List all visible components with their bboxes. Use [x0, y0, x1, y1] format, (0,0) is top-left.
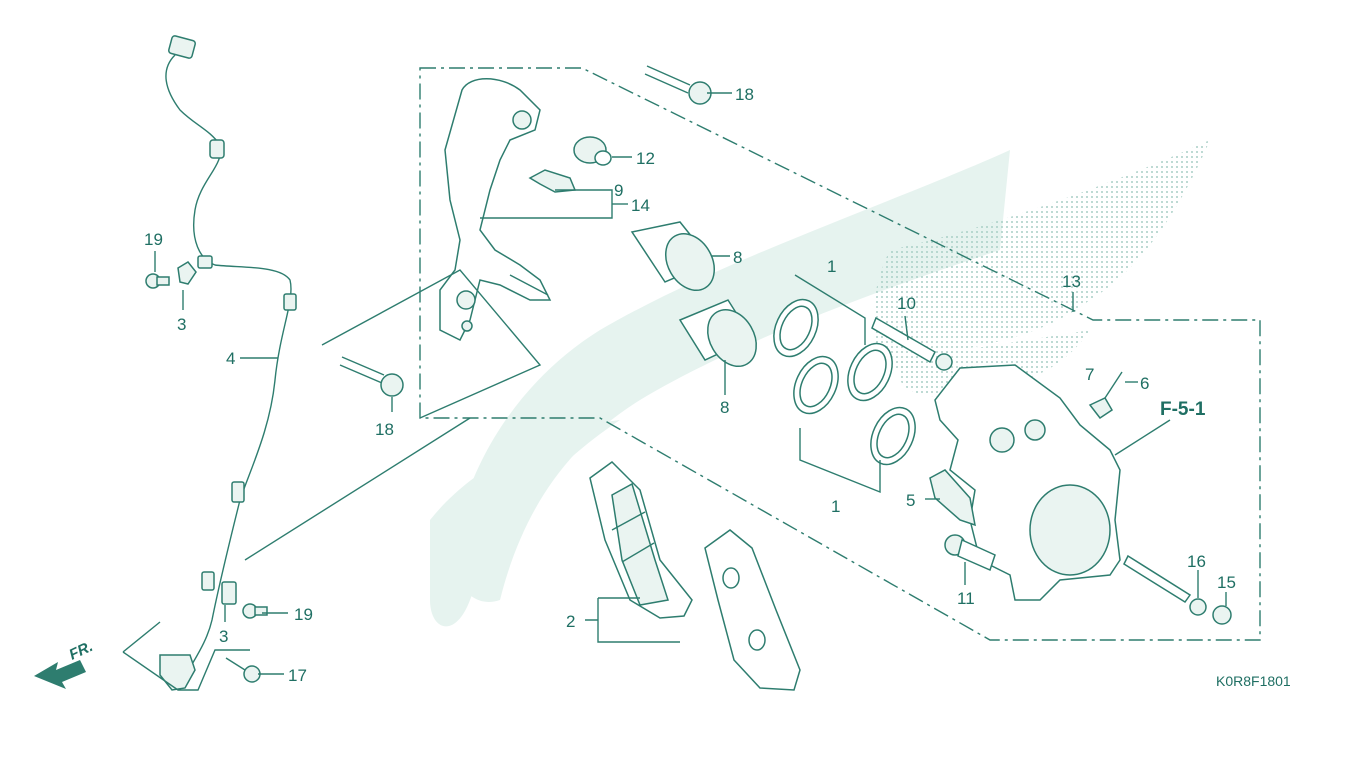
- pad-pin-10: [871, 316, 953, 371]
- callout-1-lower: 1: [831, 497, 840, 516]
- callout-19-upper: 19: [144, 230, 163, 249]
- callout-7: 7: [1085, 365, 1094, 384]
- callout-18-upper: 18: [735, 85, 754, 104]
- callout-11: 11: [957, 589, 975, 608]
- caliper-bracket: [439, 78, 552, 342]
- caliper-bracket-group-outline: [419, 67, 1261, 641]
- callout-13: 13: [1062, 272, 1081, 291]
- callout-19-lower: 19: [294, 605, 313, 624]
- bleed-valve-6-7: [1088, 371, 1123, 420]
- boot-12: [573, 136, 612, 166]
- bolt-19-lower: [221, 581, 268, 619]
- callout-1-upper: 1: [827, 257, 836, 276]
- seal-a: [773, 298, 819, 358]
- callout-8-upper: 8: [733, 248, 742, 267]
- callout-10: 10: [897, 294, 916, 313]
- callout-17: 17: [288, 666, 307, 685]
- piston-upper: [630, 221, 715, 291]
- pad-spring-9: [528, 169, 577, 193]
- front-marker-label: FR.: [67, 638, 96, 664]
- bolt-17: [225, 657, 261, 683]
- callout-3-lower: 3: [219, 627, 228, 646]
- callout-2: 2: [566, 612, 575, 631]
- reference-label: F-5-1: [1160, 399, 1206, 420]
- callout-5: 5: [906, 491, 915, 510]
- callout-14: 14: [631, 196, 650, 215]
- callout-9: 9: [614, 181, 623, 200]
- callout-4: 4: [226, 349, 235, 368]
- diagram-code: K0R8F1801: [1216, 673, 1291, 689]
- cap-15: [1212, 605, 1232, 625]
- callout-6: 6: [1140, 374, 1149, 393]
- wheel-speed-sensor: [159, 35, 297, 691]
- brake-pad-inner: [589, 461, 693, 619]
- pin-bolt-11: [944, 534, 996, 572]
- seal-c: [793, 355, 839, 415]
- bolt-18-upper: [644, 65, 712, 105]
- front-arrow-icon: FR.: [34, 638, 96, 689]
- bolt-19-upper: [145, 261, 197, 289]
- bolt-16: [1123, 554, 1207, 616]
- pad-spring-5: [929, 469, 976, 527]
- bolt-18-lower: [339, 356, 404, 397]
- callout-15: 15: [1217, 573, 1236, 592]
- callout-3-upper: 3: [177, 315, 186, 334]
- seal-b: [847, 342, 893, 402]
- caliper-body: [934, 364, 1121, 601]
- seal-d: [870, 406, 916, 466]
- brake-pad-outer: [704, 529, 801, 691]
- callout-8-lower: 8: [720, 398, 729, 417]
- callout-16: 16: [1187, 552, 1206, 571]
- callout-12: 12: [636, 149, 655, 168]
- piston-lower: [678, 299, 757, 367]
- watermark-wing-logo: [430, 140, 1210, 627]
- callout-18-lower: 18: [375, 420, 394, 439]
